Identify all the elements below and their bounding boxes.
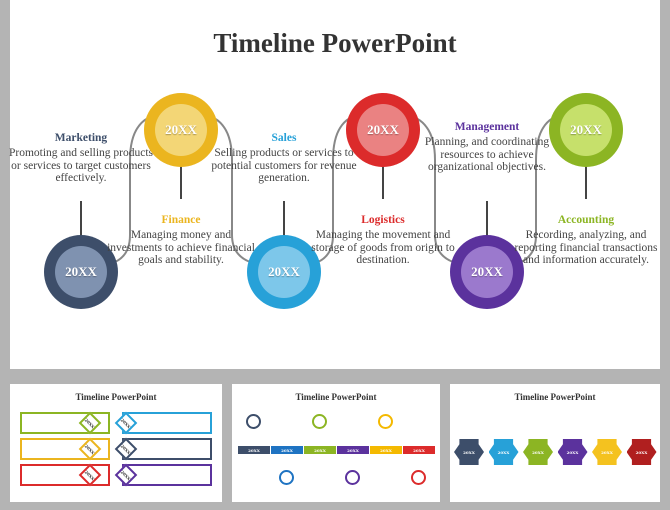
- thumb-arrow-block: 20XX: [523, 439, 553, 465]
- thumbnail-title: Timeline PowerPoint: [514, 392, 596, 402]
- year-circle-finance: 20XX: [144, 93, 218, 167]
- year-label: 20XX: [258, 246, 310, 298]
- thumb-arrow-block: 20XX: [557, 439, 588, 465]
- year-label: 20XX: [357, 104, 409, 156]
- milestone-description: Selling products or services to potentia…: [211, 147, 357, 184]
- thumb-icon-circle: [312, 414, 327, 429]
- year-circle-accounting: 20XX: [549, 93, 623, 167]
- milestone-description: Planning, and coordinating resources to …: [424, 136, 550, 173]
- thumb-arrow-block: 20XX: [626, 439, 657, 465]
- year-label: 20XX: [155, 104, 207, 156]
- year-label: 20XX: [560, 104, 612, 156]
- milestone-title: Marketing: [54, 132, 108, 144]
- thumb-arrow-block: 20XX: [488, 439, 519, 465]
- thumb-card: [20, 464, 110, 486]
- thumb-icon-circle: [411, 470, 426, 485]
- milestone-title: Management: [454, 121, 520, 133]
- year-circle-sales: 20XX: [247, 235, 321, 309]
- thumb-arrow-block: 20XX: [592, 439, 622, 465]
- thumb-card: [20, 438, 110, 460]
- thumb-bar-segment: 20XX: [238, 446, 270, 454]
- milestone-title: Accounting: [557, 214, 615, 226]
- slide-title: Timeline PowerPoint: [213, 28, 457, 58]
- year-label: 20XX: [461, 246, 513, 298]
- milestone-description: Promoting and selling products or servic…: [8, 147, 154, 184]
- year-circle-logistics: 20XX: [346, 93, 420, 167]
- thumb-arrow-block: 20XX: [454, 439, 484, 465]
- milestone-description: Managing money and investments to achiev…: [107, 229, 255, 266]
- thumb-bar-segment: 20XX: [337, 446, 369, 454]
- thumb-icon-circle: [279, 470, 294, 485]
- milestone-description: Managing the movement and storage of goo…: [311, 229, 455, 266]
- thumb-bar-segment: 20XX: [403, 446, 435, 454]
- milestone-title: Logistics: [361, 214, 405, 226]
- thumb-icon-circle: [246, 414, 261, 429]
- milestone-title: Sales: [271, 132, 297, 144]
- thumb-bar-segment: 20XX: [370, 446, 402, 454]
- thumb-icon-circle: [345, 470, 360, 485]
- thumb-icon-circle: [378, 414, 393, 429]
- milestone-title: Finance: [161, 214, 201, 226]
- milestone-description: Recording, analyzing, and reporting fina…: [514, 229, 658, 266]
- thumbnail-title: Timeline PowerPoint: [75, 392, 157, 402]
- thumb-bar-segment: 20XX: [304, 446, 336, 454]
- thumbnail-title: Timeline PowerPoint: [295, 392, 377, 402]
- year-label: 20XX: [55, 246, 107, 298]
- year-circle-management: 20XX: [450, 235, 524, 309]
- year-circle-marketing: 20XX: [44, 235, 118, 309]
- thumb-card: [20, 412, 110, 434]
- thumb-bar-segment: 20XX: [271, 446, 303, 454]
